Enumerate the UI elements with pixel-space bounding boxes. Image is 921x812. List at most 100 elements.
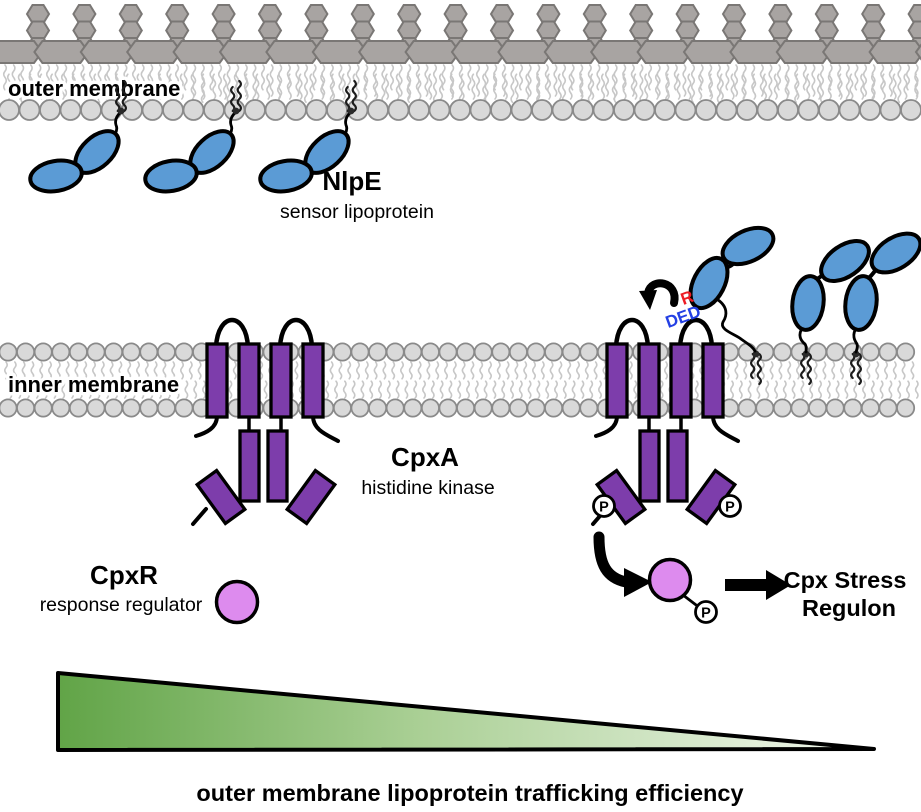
gradient-caption: outer membrane lipoprotein trafficking e… <box>196 780 743 806</box>
lipid-tail <box>784 73 789 100</box>
nlpe-domain <box>688 255 730 311</box>
lipid-head <box>592 99 615 121</box>
anchor-head <box>347 107 355 115</box>
lipid-tail <box>212 73 217 100</box>
lipid-tail <box>862 380 866 399</box>
lipid-head <box>385 342 405 362</box>
lipid-head <box>121 342 141 362</box>
lipid-tail <box>197 361 202 380</box>
lps-sugar-hexagon <box>304 4 329 24</box>
lipid-tail <box>355 64 360 103</box>
lipid-tail <box>492 73 498 100</box>
lipid-head <box>772 398 792 418</box>
lipid-tail <box>888 380 893 399</box>
lipid-tail <box>682 64 687 97</box>
lipid-tail <box>503 73 508 100</box>
lipid-tail <box>382 361 387 380</box>
lipid-tail <box>228 380 233 399</box>
lipid-tail <box>665 73 670 100</box>
lipid-tail <box>760 361 765 380</box>
residue-label: R <box>678 287 696 309</box>
lps-sugar-hexagon <box>397 4 422 24</box>
lipid-tail <box>263 380 268 399</box>
lps-sugar-hexagon <box>211 20 236 41</box>
lipid-head <box>51 398 71 418</box>
lipid-tail <box>34 380 39 399</box>
lps-sugar-hexagon <box>443 20 468 41</box>
lipid-tail <box>501 380 506 399</box>
lipid-tail <box>905 64 911 91</box>
lipid-tail <box>202 380 206 399</box>
om-phospholipid-heads <box>0 99 921 121</box>
lipid-tail <box>384 73 390 100</box>
lipid-tail <box>571 380 576 399</box>
lipid-tail <box>545 380 550 399</box>
lipid-head <box>654 99 676 121</box>
outer-membrane-label: outer membrane <box>8 76 180 101</box>
lipid-head <box>174 342 194 362</box>
inner-membrane-label: inner membrane <box>8 372 179 397</box>
lipid-tail <box>747 380 752 399</box>
lipid-tail <box>725 64 730 91</box>
nlpe-tether <box>798 325 808 354</box>
lipid-tail <box>870 73 876 100</box>
lipid-tail <box>496 361 501 380</box>
nlpe-domain <box>843 274 879 332</box>
lipid-head <box>16 342 36 362</box>
lipid-tail <box>74 361 79 380</box>
anchor-acyl-tail <box>856 352 862 386</box>
lipid-tail <box>694 380 699 399</box>
lipid-tail <box>17 73 22 100</box>
lipid-tail <box>386 380 391 399</box>
lipid-head <box>878 342 898 362</box>
lipid-tail <box>664 361 668 380</box>
lipid-tail <box>818 380 822 399</box>
nlpe-molecule <box>25 121 129 198</box>
lipid-head <box>438 398 458 418</box>
hook-arrow-head <box>624 568 652 597</box>
lipid-tail <box>329 361 334 380</box>
lipid-tail <box>881 73 886 100</box>
lipid-tail <box>914 380 919 399</box>
nlpe-tether <box>852 325 859 354</box>
lipid-tail <box>122 380 127 399</box>
lipid-tail <box>136 361 140 380</box>
nlpe-domain <box>869 231 921 275</box>
lipid-tail <box>363 73 368 100</box>
lipid-head <box>838 99 861 121</box>
lipid-tail <box>897 64 902 103</box>
lps-sugar-hexagon <box>257 20 283 41</box>
lipid-tail <box>26 380 30 399</box>
lipid-tail <box>584 361 589 380</box>
lipid-tail <box>554 380 558 399</box>
anchor-acyl-tail <box>750 352 756 380</box>
curved-arrow-head <box>639 290 657 310</box>
lipid-tail <box>475 64 481 97</box>
lps-sugar-hexagon <box>257 4 283 24</box>
lipid-head <box>613 99 635 121</box>
lipid-tail <box>647 64 653 91</box>
lipid-tail <box>558 361 563 380</box>
lipid-tail <box>321 64 326 97</box>
lipid-tail <box>611 73 616 100</box>
lipid-tail <box>892 361 897 380</box>
lipid-tail <box>730 73 735 100</box>
lipid-head <box>491 398 511 418</box>
lipid-tail <box>449 73 454 100</box>
lipid-tail <box>806 73 811 100</box>
lps-sugar-hexagon <box>397 20 422 41</box>
lipid-tail <box>622 64 627 91</box>
lipid-head <box>368 398 388 418</box>
lipid-tail <box>346 64 352 97</box>
lipid-tail <box>93 73 98 100</box>
lipid-head <box>385 398 405 418</box>
lps-sugar-hexagon <box>536 20 561 41</box>
lipid-head <box>182 99 205 121</box>
lipid-tail <box>602 361 607 380</box>
lipid-tail <box>853 380 858 399</box>
nlpe-domain <box>819 238 871 284</box>
lps-sugar-hexagon <box>629 4 654 24</box>
lipid-tail <box>432 64 438 103</box>
lipid-tail <box>897 380 902 399</box>
lipid-tail <box>835 380 840 399</box>
